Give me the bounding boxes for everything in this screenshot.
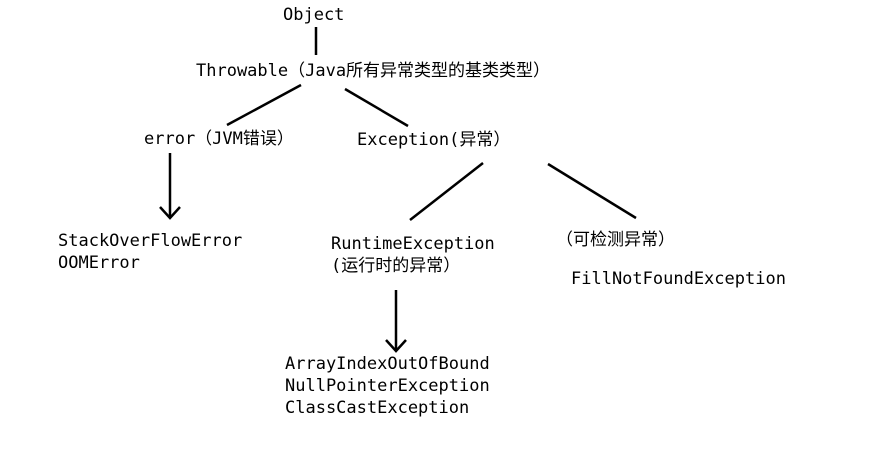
error-child-stack-overflow: StackOverFlowError	[58, 231, 243, 251]
node-throwable: Throwable（Java所有异常类型的基类类型）	[196, 61, 551, 81]
runtime-exception-note: (运行时的异常）	[331, 256, 461, 276]
node-error: error（JVM错误）	[144, 129, 294, 149]
runtime-child-array-index: ArrayIndexOutOfBound	[285, 354, 490, 374]
checked-exception-note: （可检测异常）	[556, 230, 675, 250]
node-exception: Exception(异常）	[357, 130, 511, 150]
node-runtime-exception: RuntimeException (运行时的异常）	[331, 233, 495, 277]
checked-exception-name: FillNotFoundException	[571, 269, 786, 289]
edge-exception-to-checked	[547, 162, 637, 220]
runtime-child-null-pointer: NullPointerException	[285, 376, 490, 396]
edge-runtime-to-runtime-children-arrowhead	[385, 339, 407, 353]
error-child-oom: OOMError	[58, 253, 140, 273]
edge-throwable-to-error	[226, 83, 302, 127]
runtime-child-class-cast: ClassCastException	[285, 398, 470, 418]
runtime-exception-name: RuntimeException	[331, 234, 495, 254]
edge-throwable-to-exception	[344, 87, 409, 128]
node-runtime-children: ArrayIndexOutOfBound NullPointerExceptio…	[285, 353, 490, 419]
node-error-children: StackOverFlowError OOMError	[58, 230, 242, 274]
edge-error-to-error-children-arrowhead	[159, 206, 181, 220]
edge-exception-to-runtime	[409, 162, 484, 221]
node-object: Object	[283, 5, 345, 25]
